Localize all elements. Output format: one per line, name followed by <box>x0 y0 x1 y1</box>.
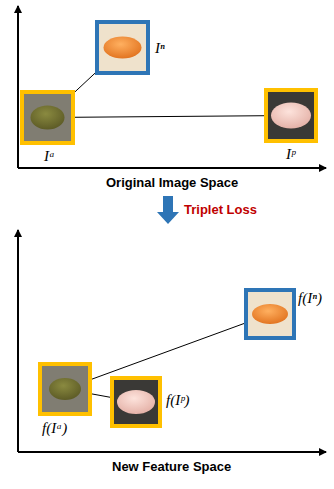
image-label: f(Iⁿ) <box>298 290 322 306</box>
image-box: Iⁿ <box>95 20 150 75</box>
distance-line <box>92 394 110 397</box>
axis-caption: Triplet Loss <box>184 202 257 217</box>
distance-line <box>75 116 264 118</box>
axis-caption: Original Image Space <box>106 175 238 190</box>
image-box: f(Iᵃ) <box>38 362 92 416</box>
image-label: Iⁿ <box>155 40 165 56</box>
image-label: f(Iᵖ) <box>166 392 189 408</box>
axis-caption: New Feature Space <box>112 459 231 474</box>
image-label: Iᵖ <box>286 146 295 162</box>
image-label: f(Iᵃ) <box>42 420 67 436</box>
image-box: f(Iⁿ) <box>244 288 296 340</box>
image-box: f(Iᵖ) <box>110 376 162 428</box>
image-box: Iᵖ <box>264 88 318 143</box>
distance-line <box>92 324 244 380</box>
image-label: Iᵃ <box>44 148 55 164</box>
image-box: Iᵃ <box>20 90 75 145</box>
distance-line <box>75 73 95 92</box>
